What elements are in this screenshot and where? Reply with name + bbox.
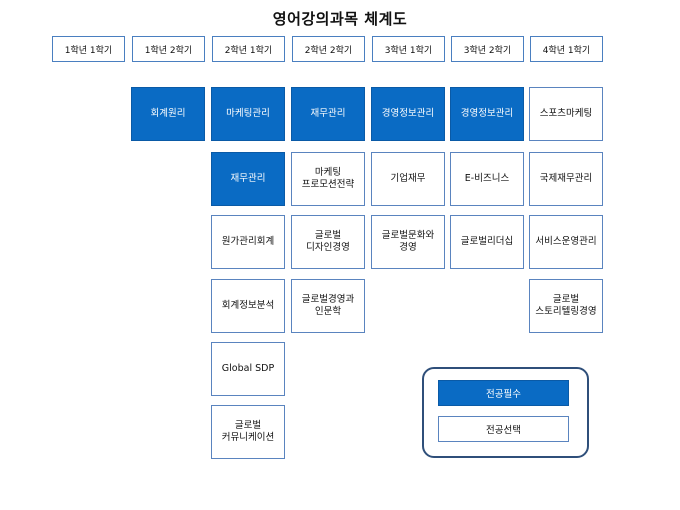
semester-header: 2학년 1학기: [212, 36, 285, 62]
legend-elective: 전공선택: [438, 416, 569, 442]
course-box: 서비스운영관리: [529, 215, 603, 269]
course-box: 마케팅관리: [211, 87, 285, 141]
course-box: Global SDP: [211, 342, 285, 396]
course-box: 기업재무: [371, 152, 445, 206]
legend-required: 전공필수: [438, 380, 569, 406]
course-box: 회계정보분석: [211, 279, 285, 333]
course-box: 회계원리: [131, 87, 205, 141]
course-box: 원가관리회계: [211, 215, 285, 269]
course-box: E-비즈니스: [450, 152, 524, 206]
semester-header: 1학년 2학기: [132, 36, 205, 62]
course-box: 글로벌경영과 인문학: [291, 279, 365, 333]
course-box: 글로벌 스토리텔링경영: [529, 279, 603, 333]
diagram-title: 영어강의과목 체계도: [272, 10, 408, 28]
course-box: 글로벌 커뮤니케이션: [211, 405, 285, 459]
course-box: 국제재무관리: [529, 152, 603, 206]
semester-header: 4학년 1학기: [530, 36, 603, 62]
course-box: 마케팅 프로모션전략: [291, 152, 365, 206]
course-box: 글로벌리더십: [450, 215, 524, 269]
semester-header: 3학년 1학기: [372, 36, 445, 62]
course-box: 재무관리: [291, 87, 365, 141]
course-box: 경영정보관리: [371, 87, 445, 141]
course-box: 글로벌문화와 경영: [371, 215, 445, 269]
course-box: 글로벌 디자인경영: [291, 215, 365, 269]
course-box: 재무관리: [211, 152, 285, 206]
course-box: 스포츠마케팅: [529, 87, 603, 141]
semester-header: 2학년 2학기: [292, 36, 365, 62]
course-box: 경영정보관리: [450, 87, 524, 141]
semester-header: 3학년 2학기: [451, 36, 524, 62]
semester-header: 1학년 1학기: [52, 36, 125, 62]
legend: 전공필수 전공선택: [422, 367, 589, 458]
